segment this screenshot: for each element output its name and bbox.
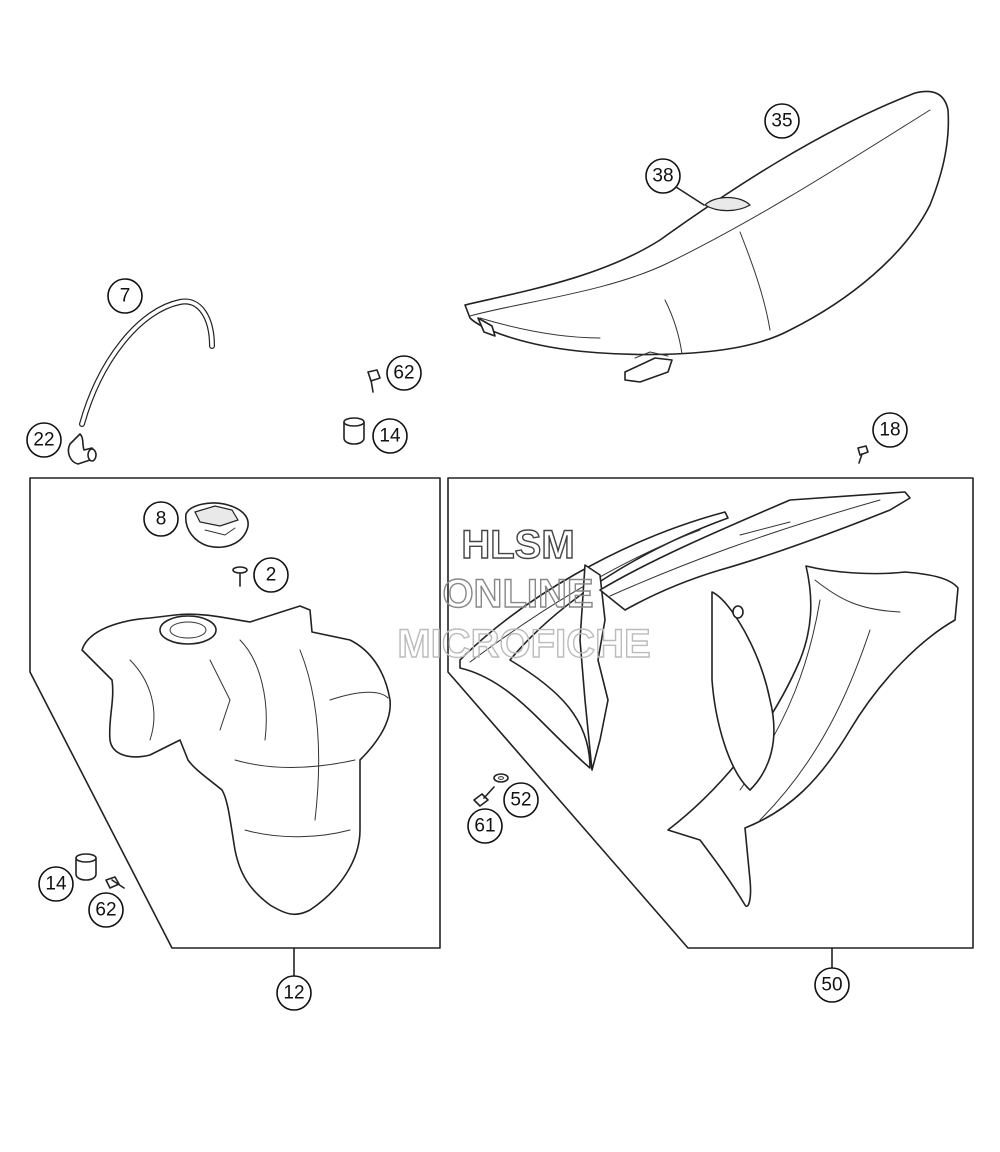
svg-text:14: 14 [45, 874, 67, 895]
svg-text:22: 22 [33, 430, 54, 451]
watermark-line1: HLSM [461, 523, 574, 567]
watermark: HLSM ONLINE MICROFICHE [397, 522, 652, 666]
bolt-part-lower [105, 876, 125, 889]
washer-part-52 [493, 773, 509, 783]
shroud-bracket-part [599, 491, 911, 611]
svg-text:2: 2 [266, 565, 277, 586]
fuel-hose-part [79, 298, 215, 427]
svg-text:61: 61 [474, 816, 495, 837]
callout-22: 22 [26, 422, 62, 458]
callout-50: 50 [814, 967, 850, 1003]
spacer-part-top [343, 417, 365, 445]
svg-text:62: 62 [95, 900, 116, 921]
callout-62-lower: 62 [88, 892, 124, 928]
screw-part-2 [232, 566, 248, 587]
callout-61: 61 [467, 808, 503, 844]
watermark-line2: ONLINE [442, 572, 593, 616]
seat-part [464, 90, 950, 383]
svg-text:62: 62 [393, 363, 414, 384]
bolt-part-top [367, 369, 381, 393]
callout-38: 38 [645, 158, 681, 194]
svg-text:7: 7 [120, 286, 131, 307]
shroud-group-frame [447, 477, 974, 949]
callout-35: 35 [764, 103, 800, 139]
shroud-right-part [667, 565, 959, 907]
callout-62-top: 62 [386, 355, 422, 391]
callout-14-lower: 14 [38, 866, 74, 902]
spacer-part-lower [75, 853, 97, 881]
callout-12: 12 [276, 975, 312, 1011]
callout-18: 18 [872, 412, 908, 448]
leader-38 [675, 186, 705, 206]
svg-text:50: 50 [821, 975, 842, 996]
elbow-fitting-part [67, 433, 97, 465]
fuel-tank-part [81, 605, 391, 916]
callout-8: 8 [143, 501, 179, 537]
svg-text:8: 8 [156, 509, 167, 530]
callout-7: 7 [107, 278, 143, 314]
callout-2: 2 [253, 557, 289, 593]
svg-text:52: 52 [510, 790, 531, 811]
tank-group-frame [29, 477, 441, 949]
shroud-left-part [459, 511, 729, 771]
svg-text:12: 12 [283, 983, 304, 1004]
svg-text:35: 35 [771, 111, 792, 132]
svg-text:38: 38 [652, 166, 673, 187]
bolt-part-61 [473, 786, 495, 807]
watermark-line3: MICROFICHE [397, 622, 650, 666]
fuel-cap-part [185, 502, 249, 548]
callout-14-top: 14 [372, 418, 408, 454]
callout-52: 52 [503, 782, 539, 818]
svg-text:18: 18 [879, 420, 900, 441]
svg-text:14: 14 [379, 426, 401, 447]
bolt-part-18 [857, 445, 869, 464]
